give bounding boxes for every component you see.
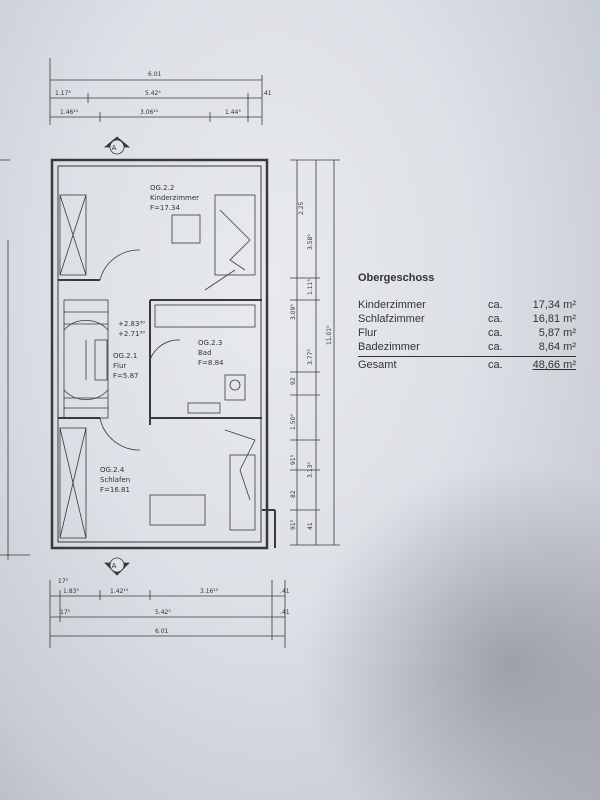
dim-right-9: 91⁵ <box>290 454 297 465</box>
section-mark-bottom: A <box>112 562 117 570</box>
section-mark-top: A <box>112 144 117 152</box>
dim-right-6: 92 <box>290 377 297 385</box>
dim-bot-2a: 17⁵ <box>60 609 71 616</box>
dim-right-11: 82 <box>290 490 297 498</box>
room-bad-name: Bad <box>198 349 212 357</box>
room-schlafen-id: OG.2.4 <box>100 466 125 474</box>
dim-bot-1d: 3.16¹⁵ <box>200 588 219 595</box>
dim-right-10: 3.13⁵ <box>307 462 314 478</box>
dim-top-2b: 5.42⁵ <box>145 90 161 97</box>
table-row: Badezimmer ca.8,64 m² <box>358 341 576 353</box>
dim-bot-2b: 5.42⁵ <box>155 609 171 616</box>
room-schlafen-area: F=16.81 <box>100 486 130 494</box>
dim-top-3a: 1.46¹⁵ <box>60 109 79 116</box>
dim-bot-1a: 17⁵ <box>58 578 69 585</box>
table-row: Flur ca.5,87 m² <box>358 327 576 339</box>
table-row: Schlafzimmer ca.16,81 m² <box>358 313 576 325</box>
dim-bot-1c: 1.42¹⁵ <box>110 588 129 595</box>
room-flur-area: F=5.87 <box>113 372 138 380</box>
dim-bot-1e: .41 <box>280 588 290 595</box>
room-kinder-id: OG.2.2 <box>150 184 174 192</box>
room-schlafen-name: Schlafen <box>100 476 130 484</box>
dim-right-7: 1.50⁵ <box>290 414 297 430</box>
dim-top-2c: .41 <box>262 90 272 97</box>
dim-bot-2c: .41 <box>280 609 290 616</box>
room-kinder-area: F=17.34 <box>150 204 180 212</box>
dim-top-3c: 1.44⁵ <box>225 109 241 116</box>
dim-right-5: 3.77⁵ <box>307 349 314 365</box>
dim-right-12: 91⁵ <box>290 519 297 530</box>
dim-bot-3: 6.01 <box>155 628 169 635</box>
table-title: Obergeschoss <box>358 272 435 284</box>
room-bad-id: OG.2.3 <box>198 339 222 347</box>
room-flur-id: OG.2.1 <box>113 352 137 360</box>
dim-right-3: 3.09⁵ <box>290 304 297 320</box>
area-summary-table: Obergeschoss Kinderzimmer ca.17,34 m² Sc… <box>358 272 576 372</box>
dim-right-2: 3.58⁵ <box>307 234 314 250</box>
room-kinder-name: Kinderzimmer <box>150 194 199 202</box>
table-row: Kinderzimmer ca.17,34 m² <box>358 299 576 311</box>
dim-right-8: 11.01⁵ <box>326 325 333 345</box>
dim-right-1: 2.25 <box>298 201 305 215</box>
dim-right-13: 41 <box>307 522 314 530</box>
level-a: +2.83³⁰ <box>118 320 145 328</box>
dim-top-2a: 1.17⁵ <box>55 90 71 97</box>
photo-shadow <box>300 460 600 800</box>
dim-bot-1b: 1.83⁵ <box>63 588 79 595</box>
room-bad-area: F=8.84 <box>198 359 224 367</box>
dim-top-3b: 3.06¹⁵ <box>140 109 159 116</box>
room-flur-name: Flur <box>113 362 126 370</box>
dim-top-total: 6.01 <box>148 71 162 78</box>
dim-right-4: 1.11⁵ <box>307 279 314 295</box>
level-b: +2.71³⁰ <box>118 330 145 338</box>
table-total-row: Gesamt ca.48,66 m² <box>358 356 576 372</box>
